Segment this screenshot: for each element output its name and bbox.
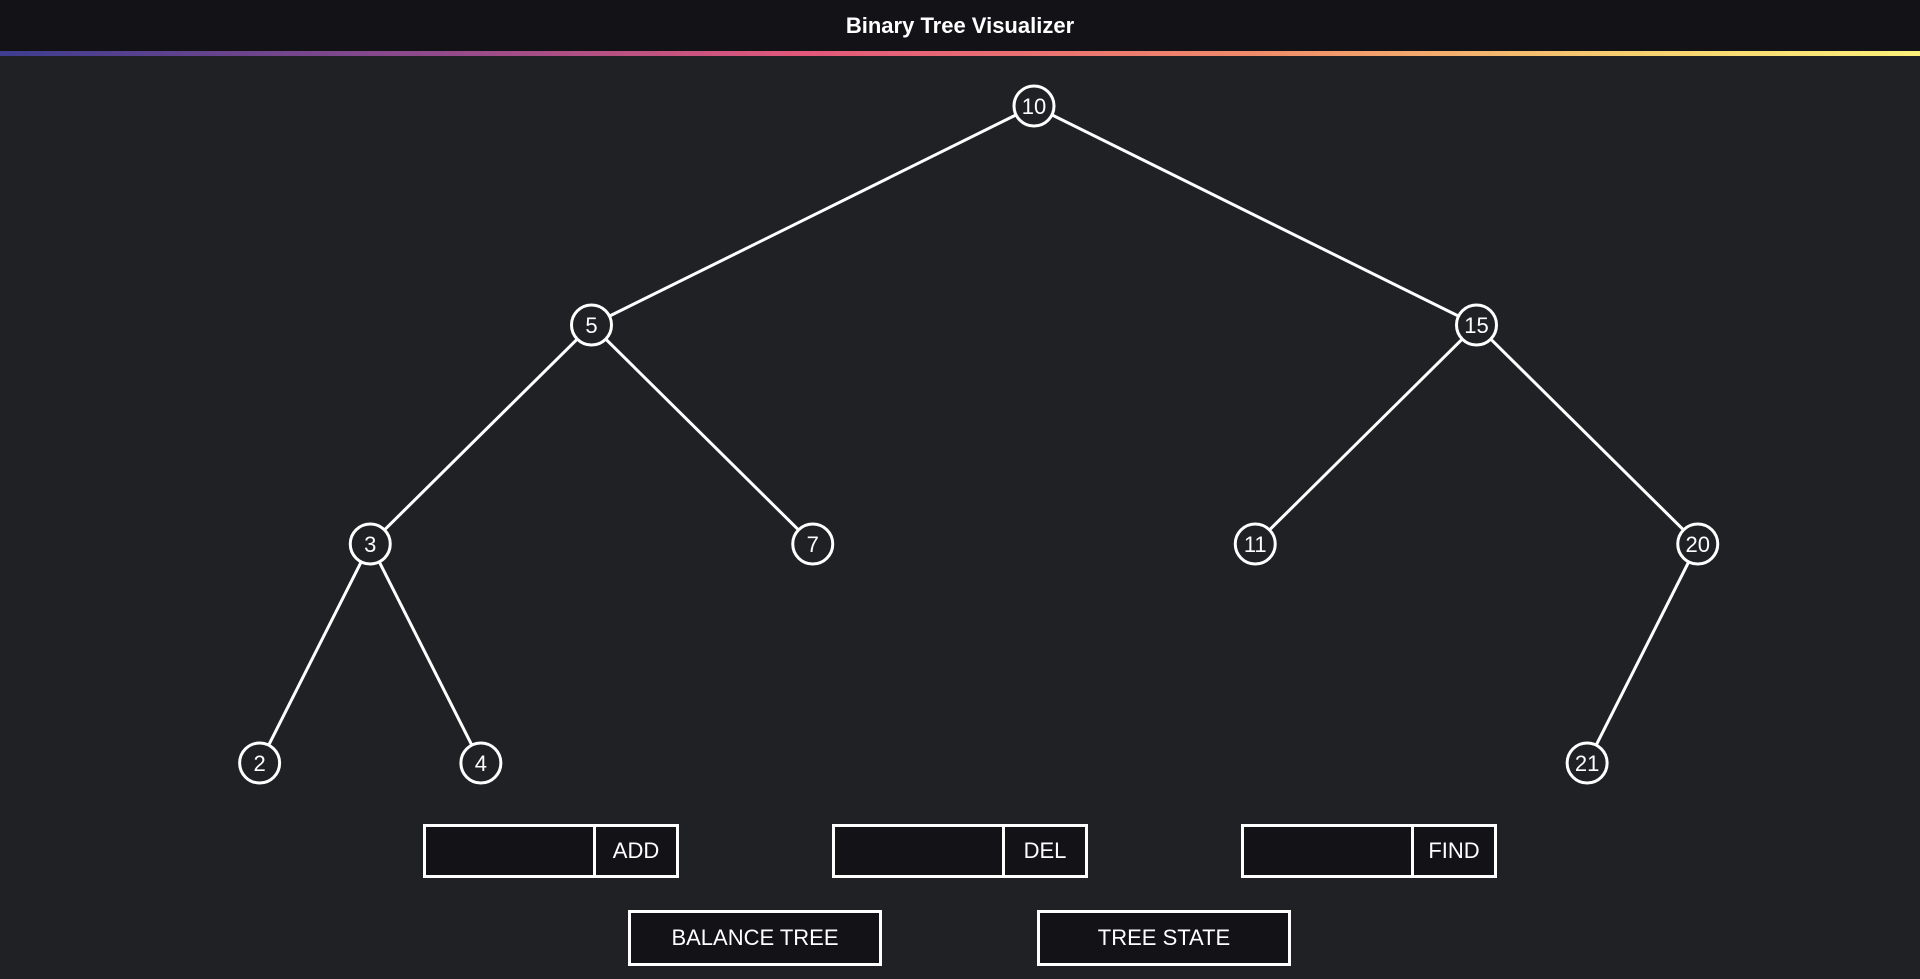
tree-state-button[interactable]: TREE STATE bbox=[1037, 910, 1291, 966]
tree-node-11[interactable]: 11 bbox=[1233, 522, 1277, 566]
tree-node-label: 20 bbox=[1686, 532, 1710, 557]
app-title: Binary Tree Visualizer bbox=[845, 13, 1075, 38]
tree-node-10[interactable]: 10 bbox=[1012, 84, 1056, 128]
tree-node-label: 15 bbox=[1464, 313, 1488, 338]
tree-edge-n3-n2 bbox=[267, 561, 363, 746]
tree-edge-n20-n21 bbox=[1594, 561, 1691, 746]
tree-node-5[interactable]: 5 bbox=[570, 303, 613, 347]
tree-node-7[interactable]: 7 bbox=[791, 522, 835, 566]
find-input[interactable] bbox=[1244, 827, 1414, 875]
tree-edges bbox=[267, 113, 1691, 746]
tree-edge-n5-n3 bbox=[383, 338, 579, 531]
delete-control: DEL bbox=[832, 824, 1088, 878]
tree-node-label: 4 bbox=[475, 751, 487, 776]
tree-node-circle bbox=[570, 303, 613, 347]
tree-node-circle bbox=[1233, 522, 1277, 566]
tree-edge-n3-n4 bbox=[377, 561, 474, 746]
top-bar bbox=[0, 0, 1920, 51]
tree-edge-n5-n7 bbox=[604, 338, 800, 531]
tree-node-label: 10 bbox=[1022, 94, 1046, 119]
tree-node-label: 5 bbox=[585, 313, 597, 338]
tree-edge-n10-n15 bbox=[1051, 113, 1460, 318]
tree-node-circle bbox=[1565, 741, 1609, 785]
tree-node-circle bbox=[348, 522, 392, 566]
add-input[interactable] bbox=[426, 827, 596, 875]
add-control: ADD bbox=[423, 824, 679, 878]
tree-node-label: 3 bbox=[364, 532, 376, 557]
delete-button[interactable]: DEL bbox=[1005, 827, 1085, 875]
balance-tree-button[interactable]: BALANCE TREE bbox=[628, 910, 882, 966]
tree-node-circle bbox=[1012, 84, 1056, 128]
tree-node-2[interactable]: 2 bbox=[238, 741, 282, 785]
delete-input[interactable] bbox=[835, 827, 1005, 875]
tree-node-20[interactable]: 20 bbox=[1676, 522, 1720, 566]
add-button[interactable]: ADD bbox=[596, 827, 676, 875]
tree-node-label: 2 bbox=[254, 751, 266, 776]
tree-node-15[interactable]: 15 bbox=[1455, 303, 1498, 347]
tree-node-4[interactable]: 4 bbox=[459, 741, 503, 785]
tree-node-3[interactable]: 3 bbox=[348, 522, 392, 566]
tree-node-label: 21 bbox=[1575, 751, 1599, 776]
tree-node-circle bbox=[1455, 303, 1498, 347]
tree-node-circle bbox=[1676, 522, 1720, 566]
tree-node-circle bbox=[238, 741, 282, 785]
find-button[interactable]: FIND bbox=[1414, 827, 1494, 875]
tree-node-21[interactable]: 21 bbox=[1565, 741, 1609, 785]
tree-node-circle bbox=[791, 522, 835, 566]
tree-edge-n15-n11 bbox=[1268, 338, 1464, 531]
tree-node-label: 7 bbox=[807, 532, 819, 557]
tree-edge-n15-n20 bbox=[1489, 338, 1685, 531]
tree-node-circle bbox=[459, 741, 503, 785]
tree-edge-n10-n5 bbox=[608, 113, 1017, 318]
tree-nodes: 10 5 15 3 7 11 20 2 4 21 bbox=[238, 84, 1720, 785]
gradient-divider bbox=[0, 51, 1920, 56]
tree-node-label: 11 bbox=[1244, 532, 1267, 557]
find-control: FIND bbox=[1241, 824, 1497, 878]
